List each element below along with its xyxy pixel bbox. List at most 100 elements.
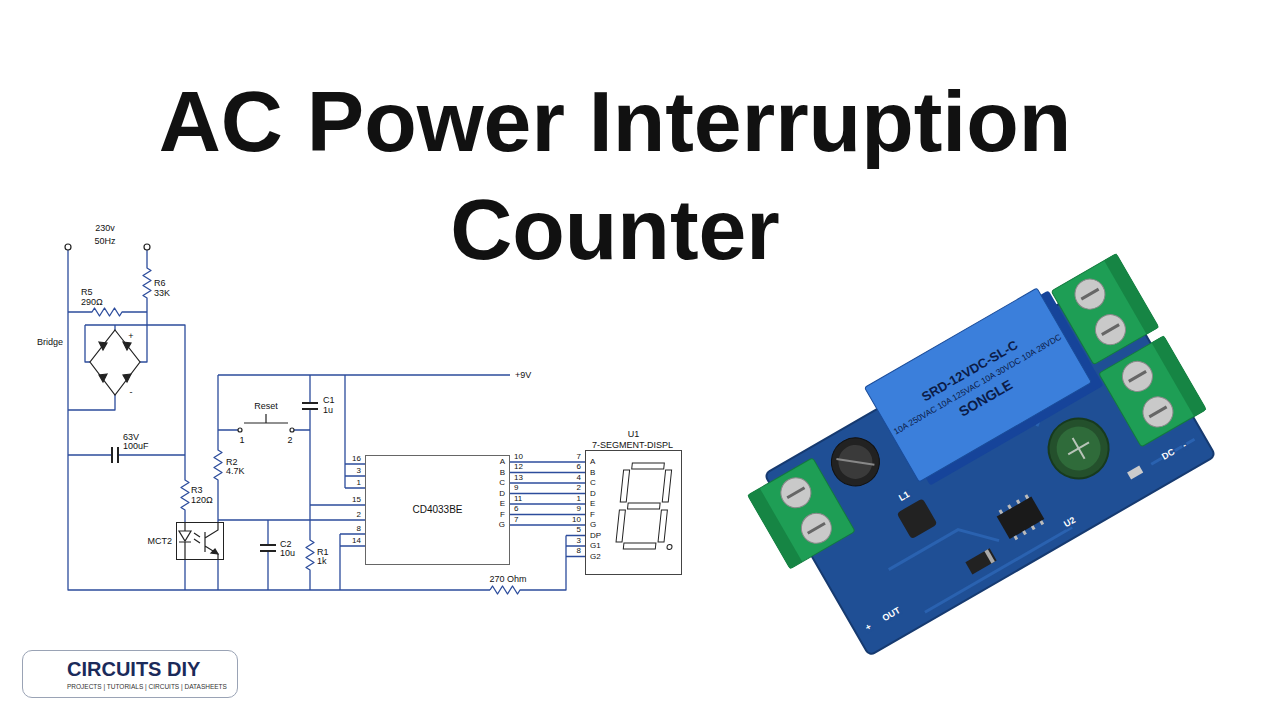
logo-tagline: PROJECTS | TUTORIALS | CIRCUITS | DATASH… [67, 683, 227, 690]
diode [984, 549, 994, 563]
screw-terminal [1099, 336, 1206, 447]
optocoupler-box: MCT2 [176, 522, 224, 560]
electrolytic-capacitor [1049, 418, 1109, 478]
seven-segment-digit [628, 503, 661, 509]
schematic-wire [68, 325, 147, 410]
schematic-symbol [99, 374, 107, 382]
component-value: 1k [316, 557, 328, 566]
pin-number: 2 [576, 484, 582, 492]
screw-terminal [1099, 336, 1206, 447]
component-value: 1u [322, 406, 334, 415]
schematic-symbol [65, 244, 71, 250]
seven-segment-digit [667, 545, 673, 550]
schematic-wire [267, 520, 268, 590]
seven-segment-digit [616, 510, 625, 542]
ic-chip [997, 497, 1045, 540]
pin-number: 3 [576, 537, 582, 545]
schematic-symbol [302, 403, 318, 409]
polarity-mark: + [127, 332, 134, 341]
segment-wire [510, 524, 585, 525]
component-ref: Bridge [36, 338, 64, 347]
seven-segment-digit [623, 543, 656, 549]
pin-number: 16 [351, 455, 362, 463]
silkscreen-label: + [864, 622, 875, 633]
segment-name: F [589, 511, 596, 519]
electrolytic-capacitor [823, 429, 889, 495]
pin-name: D [498, 490, 506, 498]
schematic-symbol [112, 447, 118, 463]
screw-terminal [1081, 289, 1119, 335]
component-value: 63V [122, 433, 140, 442]
component-value: 120Ω [190, 496, 214, 505]
seven-segment-digit [615, 463, 681, 550]
voltage-label: 230v [94, 224, 116, 233]
relay-rating: 10A 250VAC 10A 125VAC 10A 30VDC 10A 28VD… [893, 332, 1064, 436]
schematic-symbol [144, 244, 150, 250]
pin-number: 11 [513, 495, 523, 503]
inductor [897, 498, 938, 539]
pin-number: 15 [351, 496, 362, 504]
schematic-wire [68, 308, 147, 316]
seven-segment-digit [632, 463, 665, 469]
schematic-wire [340, 534, 365, 590]
silkscreen-label: DC [1160, 447, 1177, 462]
pin-name: E [499, 500, 506, 508]
pin-number: 1 [356, 479, 362, 487]
logo-wordmark: CIRCUITS DIY [67, 658, 200, 681]
segment-wire [510, 482, 585, 483]
electrolytic-capacitor [832, 439, 878, 485]
ic-name: CD4033BE [412, 504, 462, 516]
pin-name: G [498, 521, 506, 529]
part-name: MCT2 [148, 536, 173, 546]
page-title: AC Power Interruption Counter [115, 67, 1115, 283]
schematic-symbol [123, 374, 131, 382]
segment-name: G2 [589, 553, 602, 561]
electrolytic-capacitor [823, 429, 889, 495]
component-ref: C2 [279, 540, 293, 549]
segment-name: E [589, 500, 596, 508]
electrolytic-capacitor [836, 444, 874, 480]
logo-badge: CIRCUITS DIY PROJECTS | TUTORIALS | CIRCU… [22, 650, 238, 698]
segment-name: DP [589, 532, 602, 540]
pin-number: 2 [286, 436, 293, 445]
ic-box: CD4033BE [365, 455, 510, 565]
component-value: 270 Ohm [488, 575, 527, 584]
segment-name: G1 [589, 542, 602, 550]
schematic-symbol [90, 330, 140, 395]
diode [965, 548, 996, 574]
pin-number: 9 [513, 484, 519, 492]
component-value: 290Ω [80, 298, 104, 307]
pin-number: 9 [576, 505, 582, 513]
component-ref: R2 [225, 458, 239, 467]
schematic-symbol [290, 428, 294, 432]
silkscreen-label: L1 [896, 489, 911, 503]
pin-number: 7 [513, 516, 519, 524]
electrolytic-capacitor [1038, 408, 1120, 490]
pin-number: 1 [576, 495, 582, 503]
pin-number: 6 [576, 463, 582, 471]
component-value: 10u [279, 549, 296, 558]
schematic-symbol [238, 428, 242, 432]
component-value: 33K [153, 289, 171, 298]
schematic-symbol [179, 522, 191, 560]
part-type: 7-SEGMENT-DISPL [592, 440, 673, 450]
component-ref: R6 [153, 279, 167, 288]
screw-terminal [787, 488, 825, 534]
schematic-wire [68, 250, 585, 594]
part-ref: U1 [628, 429, 640, 439]
pin-number: 13 [513, 474, 524, 482]
component-ref: R5 [80, 288, 94, 297]
seven-segment-digit [620, 470, 629, 502]
component-ref: C1 [322, 396, 336, 405]
pin-number: 12 [513, 463, 524, 471]
pin-number: 3 [356, 467, 362, 475]
pin-name: C [498, 479, 506, 487]
pin-number: 5 [576, 526, 582, 534]
diode [965, 548, 996, 574]
schematic-wire [218, 429, 310, 430]
schematic-symbol [205, 522, 218, 560]
silkscreen-label: - [1180, 440, 1189, 450]
component-value: 100uF [122, 442, 150, 451]
pin-number: 1 [238, 436, 245, 445]
